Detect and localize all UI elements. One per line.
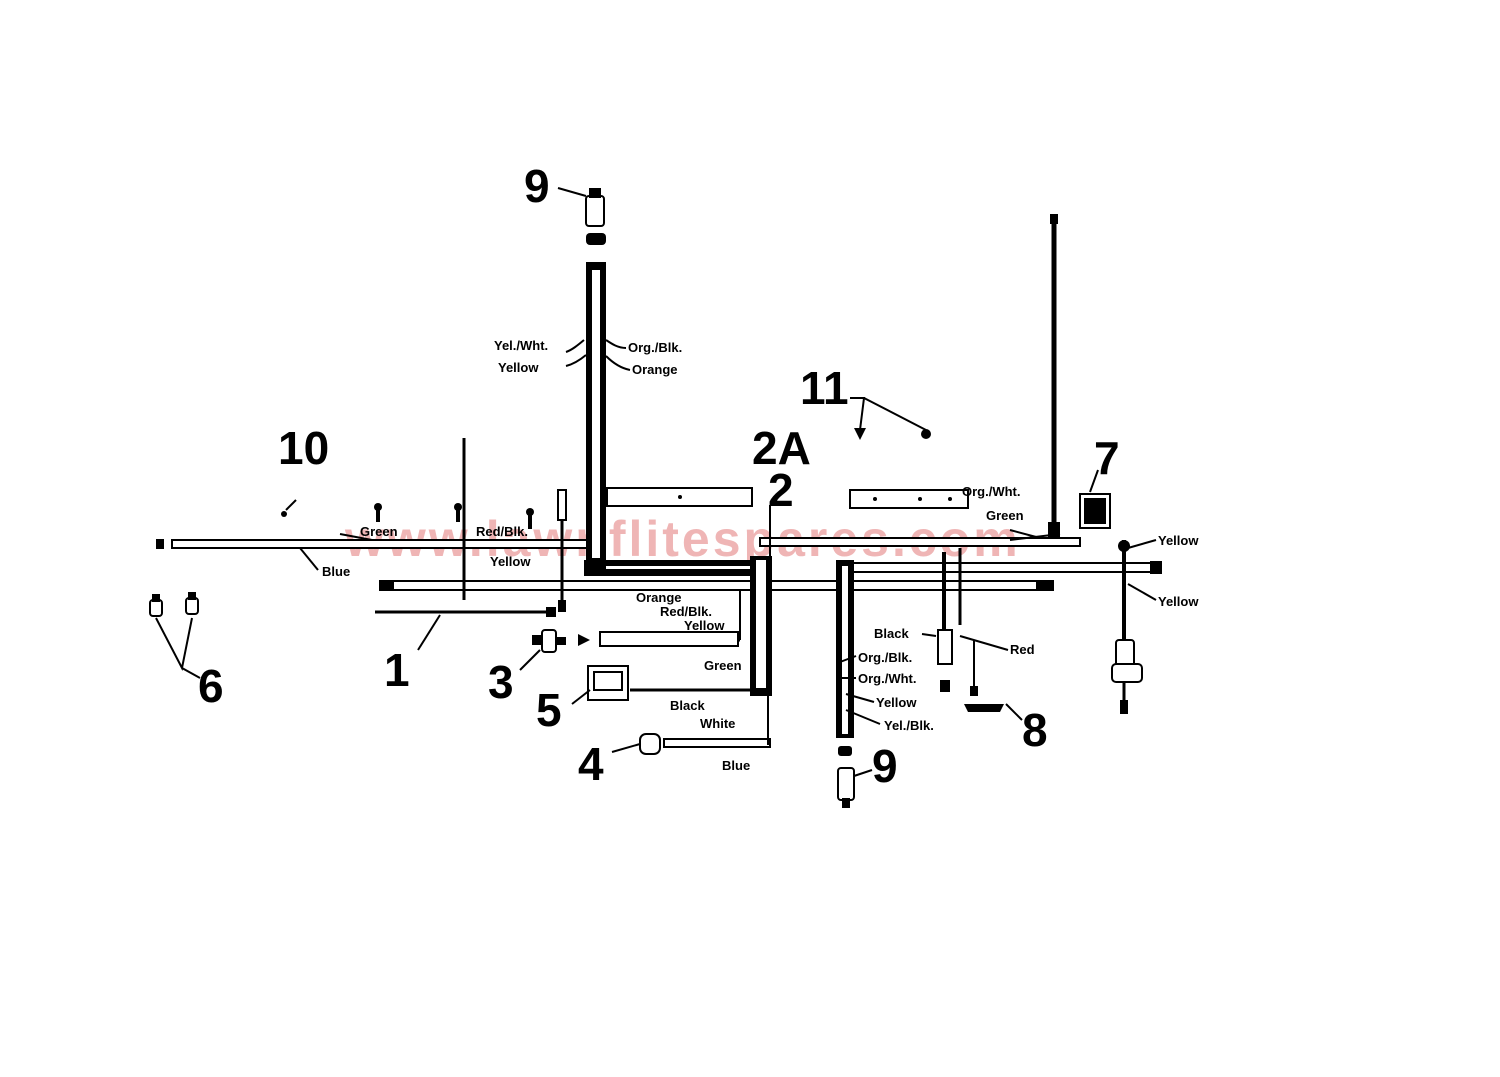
harness-clip-2a: [606, 487, 753, 507]
label-yellow-right-top: Yellow: [1158, 533, 1199, 548]
label-black-right: Black: [874, 626, 909, 641]
main-harness: [156, 537, 1162, 591]
callout-4: 4: [578, 738, 604, 790]
connector-9-bottom: [837, 767, 873, 808]
label-green-right: Green: [986, 508, 1024, 523]
callout-3: 3: [488, 656, 514, 708]
connector-item-4: [611, 733, 771, 755]
callout-2a: 2A: [752, 422, 811, 474]
lower-harness-segment: [379, 580, 1051, 591]
plug-item-3: [519, 629, 590, 671]
right-components: [937, 214, 1143, 721]
callout-8: 8: [1022, 704, 1048, 756]
label-black-mid: Black: [670, 698, 705, 713]
callout-10: 10: [278, 422, 329, 474]
label-yellow-lower: Yellow: [876, 695, 917, 710]
callout-6: 6: [198, 660, 224, 712]
bulbs-item-6: [149, 592, 201, 679]
callout-1: 1: [384, 644, 410, 696]
label-org-blk-top: Org./Blk.: [628, 340, 682, 355]
label-blue-bottom: Blue: [722, 758, 750, 773]
callout-9-top: 9: [524, 160, 550, 212]
callout-9-bottom: 9: [872, 740, 898, 792]
callout-11: 11: [800, 362, 849, 414]
left-vertical-wires: [281, 438, 567, 612]
callout-7: 7: [1094, 432, 1120, 484]
harness-clip-2: [769, 489, 969, 560]
label-org-wht-lower: Org./Wht.: [858, 671, 917, 686]
callout-2: 2: [768, 464, 794, 516]
label-yellow-left: Yellow: [490, 554, 531, 569]
label-org-blk-right: Org./Blk.: [858, 650, 912, 665]
label-orange-top: Orange: [632, 362, 678, 377]
label-yel-wht: Yel./Wht.: [494, 338, 548, 353]
label-yellow-right-bottom: Yellow: [1158, 594, 1199, 609]
left-harness-segment: [171, 539, 593, 549]
label-yel-blk: Yel./Blk.: [884, 718, 934, 733]
label-yellow-top: Yellow: [498, 360, 539, 375]
wire-item-1: [375, 607, 556, 651]
connector-9-top: [557, 187, 605, 227]
label-red-right: Red: [1010, 642, 1035, 657]
label-red-blk-left: Red/Blk.: [476, 524, 528, 539]
label-blue-left: Blue: [322, 564, 350, 579]
label-green-left: Green: [360, 524, 398, 539]
right-harness-segment: [759, 537, 1081, 547]
label-leaders: [299, 339, 1157, 725]
callout-5: 5: [536, 684, 562, 736]
top-vertical-bundle: [586, 233, 606, 572]
label-green-mid: Green: [704, 658, 742, 673]
label-org-wht-right: Org./Wht.: [962, 484, 1021, 499]
label-red-blk-mid: Red/Blk.: [660, 604, 712, 619]
switch-item-5: [571, 665, 768, 705]
bottom-vertical-bundle: [836, 560, 854, 756]
label-yellow-mid: Yellow: [684, 618, 725, 633]
label-orange-mid: Orange: [636, 590, 682, 605]
middle-branch-wires: [599, 556, 772, 745]
clips-item-11: [850, 397, 931, 440]
label-white: White: [700, 716, 735, 731]
